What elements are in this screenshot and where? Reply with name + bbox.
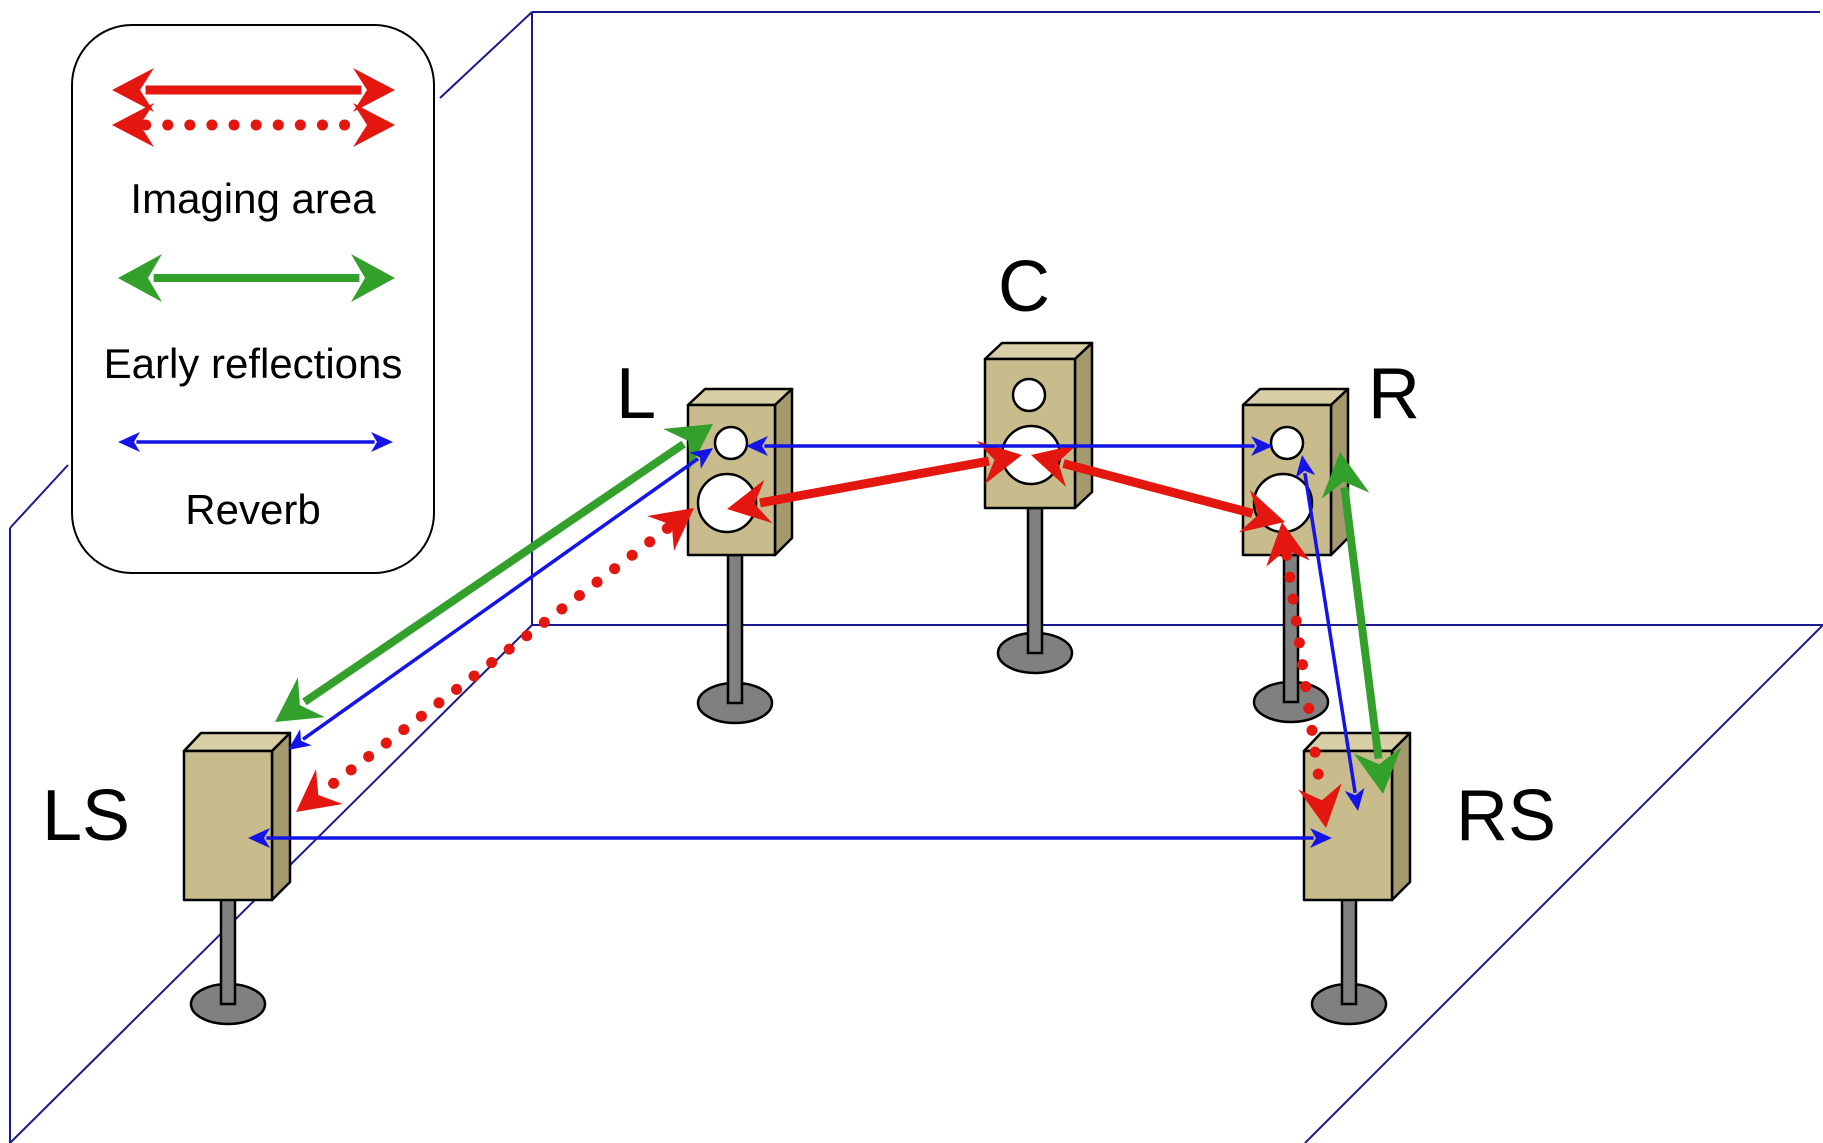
speaker-right-surround-pole <box>1340 897 1358 1006</box>
speaker-label-left: L <box>616 354 656 434</box>
legend-imaging-dotted-line <box>112 103 395 147</box>
legend: Imaging area Early reflections Reverb <box>71 24 435 574</box>
speaker-left-pole <box>726 553 744 705</box>
legend-reflections-label: Early reflections <box>104 340 403 387</box>
speaker-left-woofer <box>696 472 758 534</box>
reverb-arrow-l-r <box>746 436 1273 456</box>
speaker-left-surround-front <box>182 749 274 902</box>
legend-imaging-dotted-arrow-icon <box>112 103 395 147</box>
reverb-arrow-r-rs <box>1295 455 1365 811</box>
legend-reflection-line <box>118 254 395 302</box>
legend-imaging-solid-arrow-icon <box>112 68 395 112</box>
speaker-left-surround-pole <box>219 897 237 1006</box>
legend-reverb-label: Reverb <box>185 486 320 533</box>
legend-imaging-solid-line <box>112 68 395 112</box>
legend-reverb-arrow-icon <box>118 432 393 452</box>
speaker-center <box>983 341 1094 675</box>
room-left-wall-top <box>439 11 533 99</box>
room-left-wall-top-lower <box>9 464 69 529</box>
speaker-center-pole <box>1026 506 1044 655</box>
speaker-center-side <box>1073 341 1094 510</box>
reverb-arrow-l-ls <box>288 448 713 750</box>
room-floor-right-edge <box>1304 624 1823 1143</box>
speaker-label-left-surround: LS <box>42 776 130 856</box>
speaker-label-right-surround: RS <box>1456 776 1556 856</box>
imaging-arrow-center-right <box>1031 444 1285 533</box>
signal-arrows <box>248 424 1402 848</box>
speaker-left-tweeter <box>713 425 749 461</box>
speaker-right <box>1241 387 1350 724</box>
imaging-dotted-left-ls <box>296 508 694 812</box>
legend-reflection-arrow-icon <box>118 254 395 302</box>
speaker-left-surround <box>182 731 292 1026</box>
speaker-label-center: C <box>998 247 1050 327</box>
imaging-arrow-left-center <box>727 440 1022 524</box>
speaker-center-tweeter <box>1011 377 1047 413</box>
legend-box <box>71 24 435 574</box>
reflection-arrow-r-rs <box>1321 452 1402 794</box>
reverb-arrow-ls-rs <box>248 828 1332 848</box>
legend-reverb-line <box>118 432 393 452</box>
imaging-dotted-right-rs <box>1266 522 1342 828</box>
speaker-label-right: R <box>1368 354 1420 434</box>
legend-imaging-label: Imaging area <box>130 175 376 222</box>
speaker-left-surround-side <box>270 731 292 902</box>
speaker-right-tweeter <box>1269 425 1305 461</box>
reflection-arrow-l-ls <box>275 424 713 722</box>
speaker-left <box>686 387 794 725</box>
speaker-left-side <box>773 387 794 557</box>
